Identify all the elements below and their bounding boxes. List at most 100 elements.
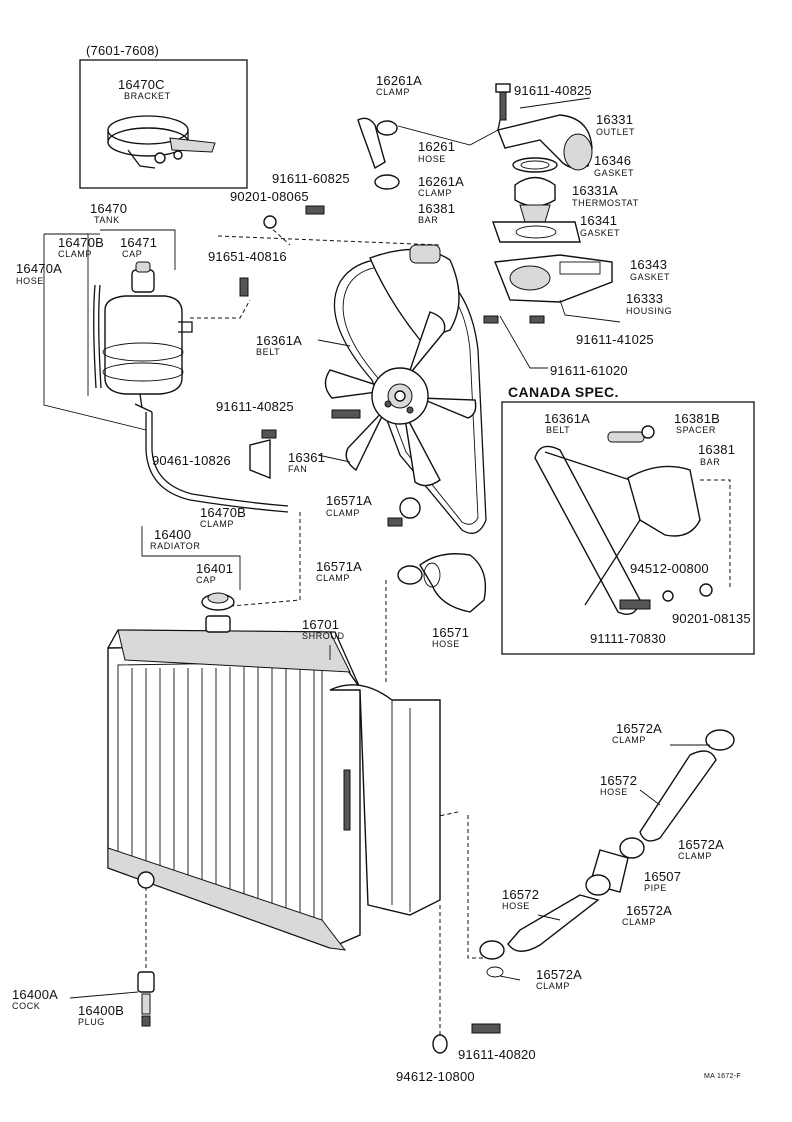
part-name-shroud: SHROUD (302, 631, 345, 641)
part-number-91651-40816: 91651-40816 (208, 249, 287, 264)
variant-label: (7601-7608) (86, 43, 160, 58)
part-number-16361: 16361 (288, 450, 326, 465)
part-number-16331A: 16331A (572, 183, 619, 198)
part-name-clamp-16470B-bottom: CLAMP (200, 519, 235, 529)
part-number-16400: 16400 (154, 527, 192, 542)
part-number-91611-40825-top: 91611-40825 (514, 83, 592, 98)
part-number-16400B: 16400B (78, 1003, 125, 1018)
lower-pipe-drawing (479, 729, 735, 978)
reserve-tank-drawing (93, 261, 193, 413)
part-number-16343: 16343 (630, 257, 668, 272)
part-name-clamp-16261A-mid: CLAMP (418, 188, 453, 198)
part-name-bar-16381: BAR (418, 215, 439, 225)
part-name-hose-16571: HOSE (432, 639, 460, 649)
shroud-drawing (329, 684, 441, 916)
part-number-91611-60825: 91611-60825 (272, 171, 350, 186)
part-number-16341: 16341 (580, 213, 618, 228)
part-name-plug: PLUG (78, 1017, 105, 1027)
part-number-16470B-top: 16470B (58, 235, 105, 250)
bracket-variant-frame (79, 59, 248, 189)
part-name-belt-canada: BELT (546, 425, 571, 435)
part-name-clamp-16572A-d: CLAMP (536, 981, 571, 991)
water-outlet-drawing (483, 83, 613, 324)
part-number-91611-61020: 91611-61020 (550, 363, 628, 378)
part-name-clamp-16572A-a: CLAMP (612, 735, 647, 745)
part-name-hose-16470A: HOSE (16, 276, 44, 286)
part-number-90201-08135: 90201-08135 (672, 611, 751, 626)
part-number-16572A-b: 16572A (678, 837, 725, 852)
part-number-16261A-top: 16261A (376, 73, 423, 88)
part-name-clamp-16261A-top: CLAMP (376, 87, 411, 97)
part-name-clamp-16571A-bottom: CLAMP (316, 573, 351, 583)
part-number-16471: 16471 (120, 235, 158, 250)
part-name-thermostat: THERMOSTAT (572, 198, 639, 208)
part-number-16400A: 16400A (12, 987, 59, 1002)
fan-belt-drawing (324, 244, 487, 534)
canada-spec-drawing (534, 425, 731, 615)
part-number-16571A-bottom: 16571A (316, 559, 363, 574)
canada-spec-frame (501, 401, 755, 655)
part-name-bracket: BRACKET (124, 91, 171, 101)
part-name-belt: BELT (256, 347, 281, 357)
part-name-clamp-16572A-c: CLAMP (622, 917, 657, 927)
part-number-16333: 16333 (626, 291, 664, 306)
part-number-16401: 16401 (196, 561, 234, 576)
part-name-tank: TANK (94, 215, 120, 225)
part-name-gasket-16343: GASKET (630, 272, 671, 282)
part-number-94612-10800: 94612-10800 (396, 1069, 475, 1084)
upper-hose-drawing (357, 117, 499, 190)
part-number-16361A: 16361A (256, 333, 303, 348)
part-name-clamp-16572A-b: CLAMP (678, 851, 713, 861)
part-number-91611-41025: 91611-41025 (576, 332, 654, 347)
part-name-hose-16572-b: HOSE (502, 901, 530, 911)
part-name-fan: FAN (288, 464, 308, 474)
part-name-gasket-16341: GASKET (580, 228, 621, 238)
part-number-16572A-a: 16572A (616, 721, 663, 736)
part-number-16470A: 16470A (16, 261, 63, 276)
bottom-hardware (432, 1023, 501, 1054)
part-number-16261A-mid: 16261A (418, 174, 465, 189)
part-name-cap-16401: CAP (196, 575, 217, 585)
part-number-16571A-top: 16571A (326, 493, 373, 508)
part-number-16361A-canada: 16361A (544, 411, 591, 426)
part-name-cock: COCK (12, 1001, 41, 1011)
hardware-top (239, 205, 361, 480)
part-number-90201-08065: 90201-08065 (230, 189, 309, 204)
part-number-16346: 16346 (594, 153, 632, 168)
part-number-16331: 16331 (596, 112, 634, 127)
part-number-16507: 16507 (644, 869, 682, 884)
footer-code: MA 1672-F (704, 1073, 741, 1080)
part-number-16572-b: 16572 (502, 887, 540, 902)
part-name-hose-16572-a: HOSE (600, 787, 628, 797)
part-name-housing: HOUSING (626, 306, 673, 316)
part-name-pipe: PIPE (644, 883, 667, 893)
part-number-90461-10826: 90461-10826 (152, 453, 231, 468)
canada-spec-label: CANADA SPEC. (508, 384, 619, 400)
drain-cock-drawing (69, 971, 155, 1027)
part-number-16381B: 16381B (674, 411, 721, 426)
part-number-16381-canada: 16381 (698, 442, 736, 457)
part-number-16572-a: 16572 (600, 773, 638, 788)
part-name-outlet: OUTLET (596, 127, 636, 137)
part-name-cap-16471: CAP (122, 249, 143, 259)
part-number-91611-40820: 91611-40820 (458, 1047, 536, 1062)
part-number-94512-00800: 94512-00800 (630, 561, 709, 576)
part-number-16381: 16381 (418, 201, 456, 216)
part-name-gasket-16346: GASKET (594, 168, 635, 178)
part-name-clamp-16470B-top: CLAMP (58, 249, 93, 259)
part-number-16571: 16571 (432, 625, 470, 640)
part-number-91111-70830: 91111-70830 (590, 631, 666, 646)
part-name-clamp-16571A-top: CLAMP (326, 508, 361, 518)
part-name-spacer: SPACER (676, 425, 716, 435)
part-number-16572A-c: 16572A (626, 903, 673, 918)
lower-hose-drawing (387, 497, 487, 613)
part-number-16470: 16470 (90, 201, 128, 216)
part-number-16470B-bottom: 16470B (200, 505, 247, 520)
part-name-radiator: RADIATOR (150, 541, 201, 551)
part-number-16572A-d: 16572A (536, 967, 583, 982)
part-name-hose-16261: HOSE (418, 154, 446, 164)
part-number-16701: 16701 (302, 617, 340, 632)
overflow-hose (145, 412, 289, 513)
part-name-bar-canada: BAR (700, 457, 721, 467)
